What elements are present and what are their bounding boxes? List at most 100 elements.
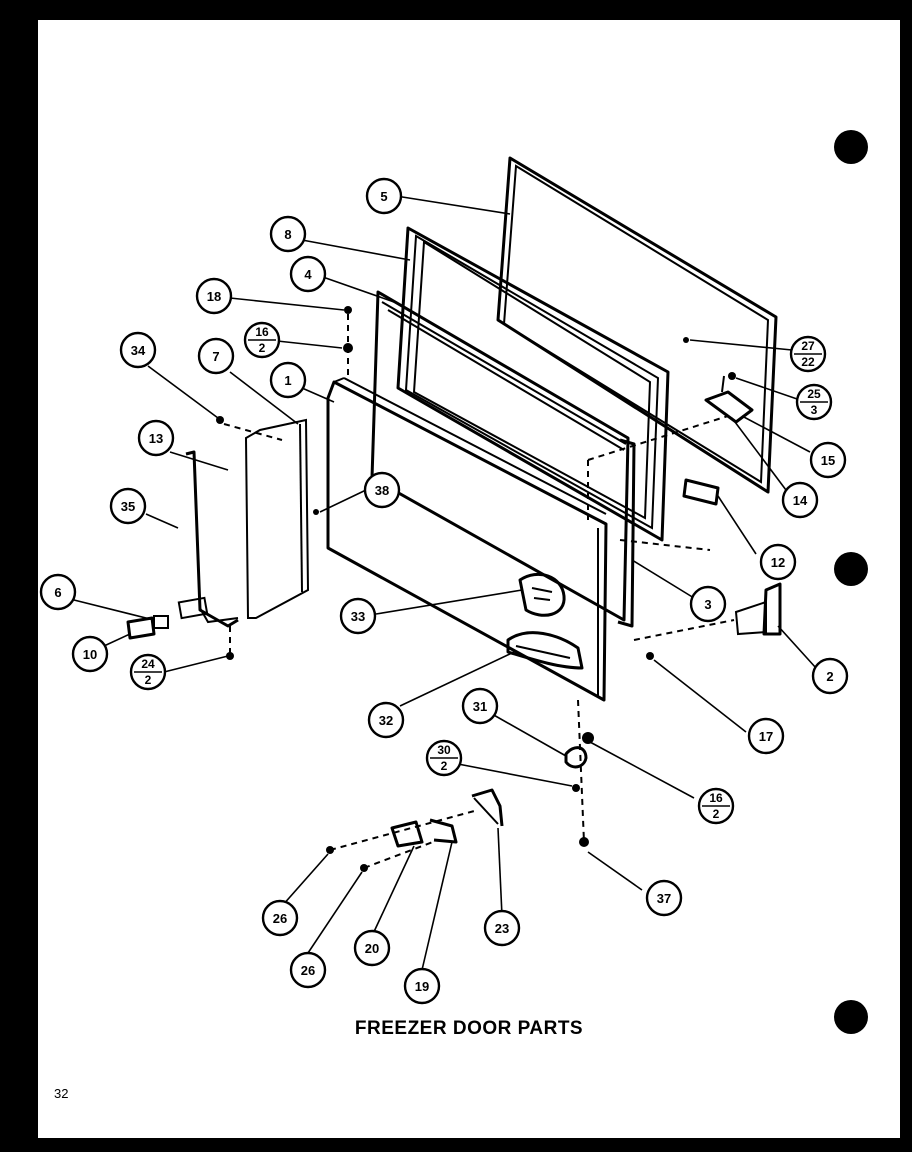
screw-part-27: [683, 337, 689, 343]
svg-text:3: 3: [811, 403, 818, 417]
svg-text:34: 34: [131, 343, 146, 358]
bushing-part-16-bottom: [582, 732, 594, 744]
handle-insert-part-33: [518, 572, 566, 617]
svg-text:23: 23: [495, 921, 509, 936]
svg-text:26: 26: [301, 963, 315, 978]
callout-37: 37: [645, 879, 683, 917]
screw-part-30: [572, 784, 580, 792]
svg-text:16: 16: [709, 791, 723, 805]
callout-2: 2: [811, 657, 849, 695]
callout-32: 32: [367, 701, 405, 739]
outer-door-panel-part-1: [326, 377, 608, 702]
callout-35: 35: [109, 487, 147, 525]
svg-text:10: 10: [83, 647, 97, 662]
callout-31: 31: [461, 687, 499, 725]
callout-7: 7: [197, 337, 235, 375]
callout-1: 1: [269, 361, 307, 399]
svg-text:2: 2: [713, 807, 720, 821]
door-gasket-part-5: [496, 156, 778, 494]
svg-text:7: 7: [212, 349, 219, 364]
side-trim-part-3: [617, 438, 636, 628]
bottom-hinge-part-20: [390, 820, 424, 848]
svg-text:12: 12: [771, 555, 785, 570]
binder-hole-middle: [834, 552, 868, 586]
callout-16-2-top: 162: [243, 321, 281, 359]
pin-part-37: [579, 837, 589, 847]
callout-18: 18: [195, 277, 233, 315]
callout-15: 15: [809, 441, 847, 479]
callout-17: 17: [747, 717, 785, 755]
svg-text:30: 30: [437, 743, 451, 757]
callout-26-upper: 26: [261, 899, 299, 937]
svg-text:20: 20: [365, 941, 379, 956]
callout-8: 8: [269, 215, 307, 253]
callout-14: 14: [781, 481, 819, 519]
screw-part-17: [646, 652, 654, 660]
page-number: 32: [54, 1086, 69, 1101]
callout-38: 38: [363, 471, 401, 509]
callout-25-3: 253: [795, 383, 833, 421]
svg-text:17: 17: [759, 729, 773, 744]
callout-33: 33: [339, 597, 377, 635]
svg-text:2: 2: [145, 673, 152, 687]
svg-text:22: 22: [801, 355, 815, 369]
svg-text:27: 27: [801, 339, 815, 353]
svg-text:3: 3: [704, 597, 711, 612]
svg-text:4: 4: [304, 267, 312, 282]
svg-text:19: 19: [415, 979, 429, 994]
svg-text:13: 13: [149, 431, 163, 446]
svg-text:38: 38: [375, 483, 389, 498]
svg-text:6: 6: [54, 585, 61, 600]
callout-16-2-bottom: 162: [697, 787, 735, 825]
trim-part-12: [682, 478, 720, 506]
callout-4: 4: [289, 255, 327, 293]
callout-10: 10: [71, 635, 109, 673]
screw-part-25: [728, 372, 736, 380]
svg-text:31: 31: [473, 699, 487, 714]
svg-text:1: 1: [284, 373, 291, 388]
callout-13: 13: [137, 419, 175, 457]
callout-20: 20: [353, 929, 391, 967]
callout-12: 12: [759, 543, 797, 581]
svg-text:24: 24: [141, 657, 155, 671]
bottom-hinge-part-19: [429, 818, 458, 844]
svg-text:33: 33: [351, 609, 365, 624]
binder-hole-bottom: [834, 1000, 868, 1034]
top-hinge-part-15: [704, 375, 754, 424]
svg-text:16: 16: [255, 325, 269, 339]
bottom-hinge-part-23: [471, 788, 504, 827]
hinge-backing-part-35: [177, 450, 239, 628]
svg-text:26: 26: [273, 911, 287, 926]
breaker-strip-part-4: [370, 290, 630, 622]
callout-3: 3: [689, 585, 727, 623]
screw-part-18: [344, 306, 352, 314]
callout-34: 34: [119, 331, 157, 369]
callout-23: 23: [483, 909, 521, 947]
leader-lines: [73, 195, 817, 971]
screw-part-24: [226, 652, 234, 660]
door-liner-part-8: [396, 226, 670, 542]
svg-text:5: 5: [380, 189, 387, 204]
diagram-title: FREEZER DOOR PARTS: [354, 1018, 584, 1039]
screw-part-38: [313, 509, 319, 515]
callout-26-lower: 26: [289, 951, 327, 989]
bracket-part-6: [153, 615, 169, 629]
svg-text:18: 18: [207, 289, 221, 304]
cam-part-31: [564, 746, 588, 769]
callout-30-2: 302: [425, 739, 463, 777]
svg-text:2: 2: [441, 759, 448, 773]
svg-text:37: 37: [657, 891, 671, 906]
binder-hole-top: [834, 130, 868, 164]
callout-24-2: 242: [129, 653, 167, 691]
callout-5: 5: [365, 177, 403, 215]
svg-text:32: 32: [379, 713, 393, 728]
callout-6: 6: [39, 573, 77, 611]
cover-plate-part-10: [126, 616, 156, 640]
hinge-bracket-part-2: [734, 582, 782, 636]
bracket-strip-part-7: [244, 418, 310, 619]
assembly-lines: [223, 314, 735, 869]
handle-part-32: [506, 631, 584, 670]
svg-text:2: 2: [826, 669, 833, 684]
